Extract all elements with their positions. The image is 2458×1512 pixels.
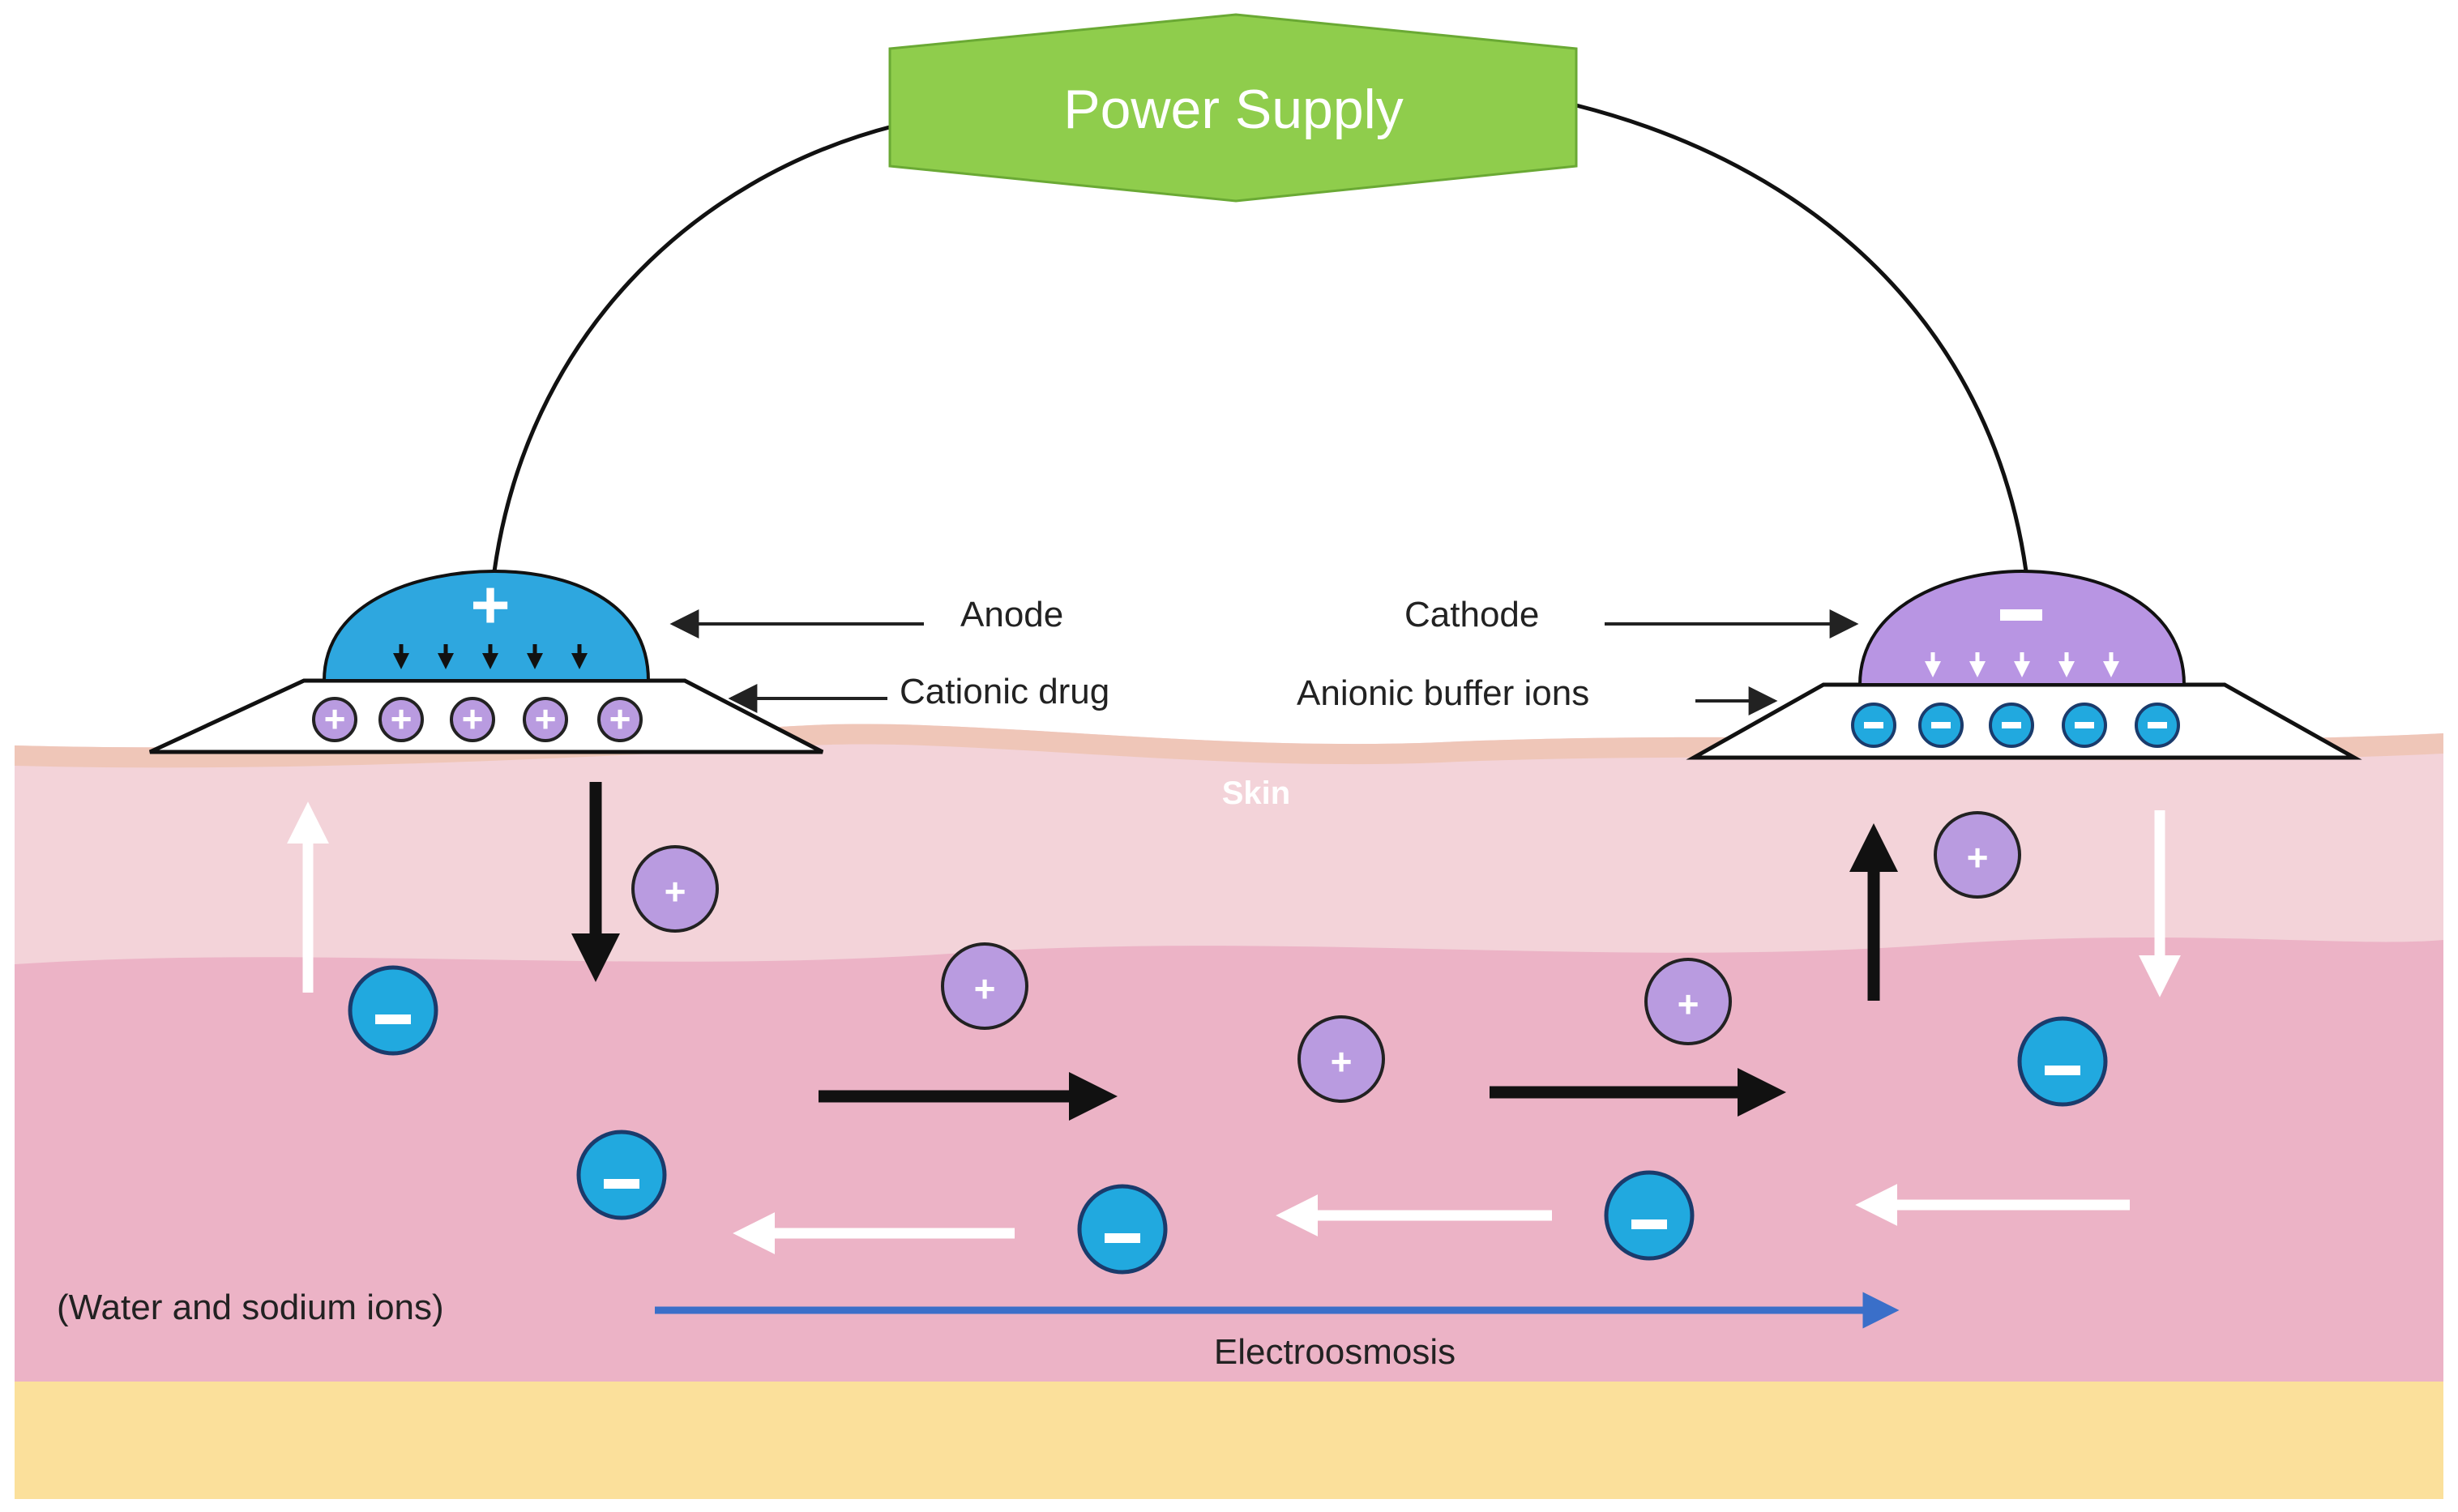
cation: + [941,942,1028,1030]
power-supply: Power Supply [888,13,1578,203]
power-supply-label: Power Supply [1063,79,1404,140]
migration-arrows [287,782,2181,1254]
cationic-drug-label: Cationic drug [900,672,1109,711]
reservoir-anion [1918,703,1964,748]
plus-sign: + [324,698,346,740]
skin-lower-layer [15,933,2443,1382]
anion [576,1130,667,1220]
reservoir-anion [2135,703,2180,748]
electrode-labels: Anode Cationic drug Cathode Anionic buff… [669,595,1859,715]
anion [1077,1184,1168,1275]
cathode-electrode [1686,569,2362,760]
plus-sign: + [391,698,413,740]
anionic-buffer-ions-label: Anionic buffer ions [1297,673,1589,713]
tissue-layers: Skin [15,724,2443,1499]
water-sodium-label: (Water and sodium ions) [57,1288,444,1327]
cation: + [631,845,719,933]
plus-sign: + [535,698,557,740]
anionic-buffer-row [1851,703,2180,748]
plus-sign: + [609,698,631,740]
wire-anode [492,123,896,572]
plus-sign: + [1967,836,1989,878]
reservoir-anion [1989,703,2034,748]
cathode-dome [1857,569,2187,686]
reservoir-cation: + [523,697,568,742]
cathode-minus-sign [2000,609,2042,621]
anode-down-arrows [393,644,588,669]
circuit-wires [492,103,2028,572]
reservoir-cation: + [378,697,424,742]
electroosmosis-label: Electroosmosis [1214,1332,1456,1372]
anode-plus-sign: + [470,566,510,643]
plus-sign: + [974,967,996,1010]
plus-sign: + [665,870,686,912]
fat-layer [15,1377,2443,1499]
wire-cathode [1575,103,2028,572]
plus-sign: + [462,698,484,740]
cation: + [1934,811,2021,899]
tissue-cations: + + + + + [631,811,2021,1103]
reservoir-cation: + [312,697,357,742]
cationic-drug-row: + + + + + [312,697,643,742]
electroosmosis: (Water and sodium ions) Electroosmosis [57,1288,1900,1372]
cathode-label: Cathode [1404,595,1539,634]
anode-electrode: + + + + + [148,566,824,754]
reservoir-cation: + [597,697,643,742]
anion [2017,1016,2108,1107]
plus-sign: + [1678,983,1699,1025]
cation: + [1297,1015,1385,1103]
tissue-anions [348,965,2108,1275]
reservoir-cation: + [450,697,495,742]
skin-upper-layer [15,724,2443,964]
anion [348,965,438,1056]
reservoir-anion [2062,703,2107,748]
cation: + [1644,958,1732,1045]
power-supply-box [888,13,1578,203]
anion [1604,1170,1695,1261]
reservoir-anion [1851,703,1896,748]
cathode-down-arrows [1925,652,2119,677]
plus-sign: + [1331,1040,1353,1083]
skin-label: Skin [1222,775,1290,811]
anode-label: Anode [960,595,1063,634]
